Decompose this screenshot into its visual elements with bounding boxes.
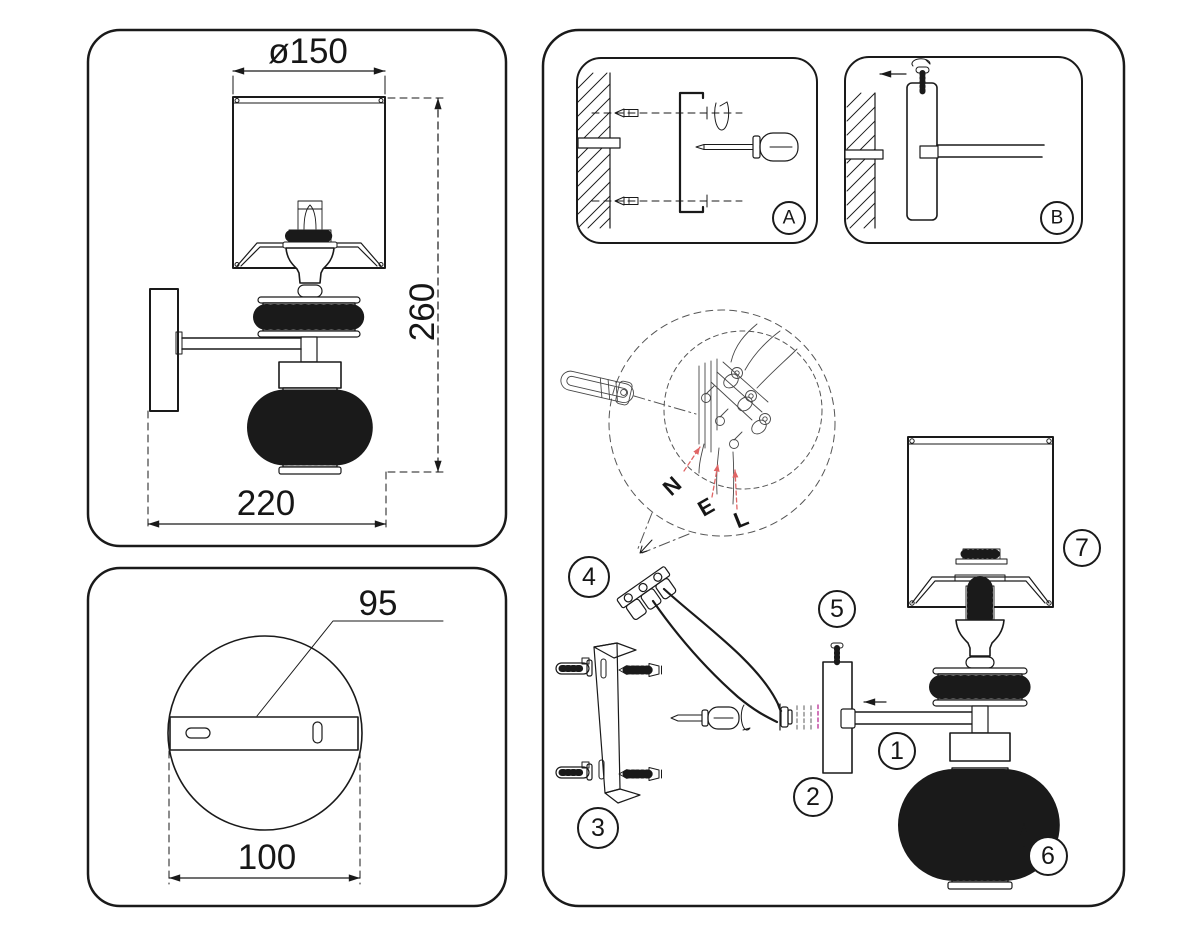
gear-ring-side	[253, 296, 365, 338]
socket-neck	[965, 656, 995, 669]
rotate-symbol-a	[714, 101, 730, 131]
shade-part: 7	[907, 436, 1101, 608]
gear-ring	[929, 667, 1031, 707]
part-2-label: 2	[806, 783, 820, 811]
lamp-column-part: 6	[898, 576, 1068, 890]
bulb-sketch	[297, 200, 323, 230]
anchor-glyphs-a	[614, 106, 708, 208]
stem	[971, 705, 989, 734]
panel-back-view-border	[86, 566, 508, 908]
part-2-badge: 2	[793, 777, 833, 817]
bracket-tab-a	[577, 137, 621, 149]
backplate-circle	[167, 635, 363, 831]
body-block	[949, 732, 1011, 762]
shade-knurl	[955, 548, 1008, 565]
rotate-symbol-screwdriver	[740, 704, 751, 731]
artwork-root: ø150	[86, 28, 1126, 908]
panel-assembly: A	[541, 28, 1126, 908]
wall-anchor-1	[555, 657, 593, 677]
bracket-channel-a	[678, 91, 705, 214]
step-b-badge: B	[1040, 201, 1074, 235]
lamp-body-side	[247, 336, 373, 475]
dim-height-label: 260	[403, 283, 442, 341]
dim-plate: 95	[256, 584, 444, 717]
loop-leader	[633, 395, 697, 415]
step-b-label: B	[1051, 208, 1064, 229]
arm-b	[919, 144, 1045, 159]
screw-1-icon	[618, 663, 662, 677]
wiring-magnifier: N E L	[560, 309, 836, 554]
part-6-badge: 6	[1028, 836, 1068, 876]
panel-side-view: ø150	[86, 28, 508, 548]
terminal-block-part: 4	[568, 539, 819, 731]
part-6-label: 6	[1041, 842, 1055, 870]
part-5-label: 5	[830, 595, 844, 623]
part-1-badge: 1	[878, 732, 916, 770]
socket-side	[282, 229, 338, 298]
screwdriver-icon	[670, 704, 751, 731]
inset-step-a: A	[576, 57, 818, 244]
part-4-badge: 4	[568, 556, 610, 598]
wall-hatch-a	[577, 72, 611, 229]
step-a-label: A	[783, 208, 796, 229]
part-5-badge: 5	[818, 590, 856, 628]
dim-height: 260	[387, 97, 444, 473]
dim-depth-label: 220	[237, 484, 295, 523]
screwdriver-a-icon	[695, 132, 799, 162]
screw-2-icon	[618, 767, 662, 781]
wire-leader-lines	[683, 446, 739, 510]
wire-1	[662, 587, 783, 713]
mount-slot-right	[312, 721, 323, 744]
bracket-tab-b	[844, 149, 884, 160]
insertion-dashes	[796, 705, 812, 730]
rotate-symbol-b	[911, 58, 931, 67]
inset-step-b: B	[844, 56, 1083, 244]
dim-plate-label: 95	[359, 584, 398, 623]
wire-connector	[779, 703, 793, 731]
part-7-label: 7	[1075, 534, 1089, 562]
mount-bar	[169, 716, 359, 751]
screw-5-icon	[830, 642, 844, 666]
dim-diameter-label: ø150	[268, 32, 348, 71]
dim-depth: 220	[147, 410, 387, 530]
panel-side-view-border	[86, 28, 508, 548]
terminal-detail-sketch	[698, 323, 798, 505]
magnifier-tail	[636, 512, 690, 554]
wire-2	[651, 599, 779, 724]
arm-part: 1	[840, 698, 978, 770]
socket-thread	[965, 576, 995, 632]
screw-b-icon	[915, 66, 930, 95]
wall-hatch-b	[846, 92, 876, 229]
wire-label-live: L	[730, 505, 752, 533]
part-4-label: 4	[582, 563, 596, 591]
part-3-badge: 3	[577, 807, 619, 849]
wall-mount-side	[149, 288, 302, 412]
panel-back-view: 95 100	[86, 566, 508, 908]
dim-width-label: 100	[238, 838, 296, 877]
wall-anchor-2	[555, 761, 593, 781]
part-1-label: 1	[890, 737, 904, 765]
mount-slot-left	[185, 727, 211, 739]
ribbed-body	[898, 767, 1062, 890]
dim-width: 100	[168, 750, 361, 885]
panel-assembly-border	[541, 28, 1126, 908]
bracket-part: 3	[555, 642, 662, 849]
backplate-part: 5 2	[793, 590, 856, 817]
socket-cup	[955, 619, 1005, 657]
part-3-label: 3	[591, 814, 605, 842]
step-a-badge: A	[772, 201, 806, 235]
wire-loop-sketch	[560, 370, 634, 406]
wire-label-neutral: N	[658, 471, 687, 500]
dim-diameter: ø150	[232, 32, 386, 95]
part-7-badge: 7	[1063, 529, 1101, 567]
wire-label-earth: E	[693, 493, 718, 522]
